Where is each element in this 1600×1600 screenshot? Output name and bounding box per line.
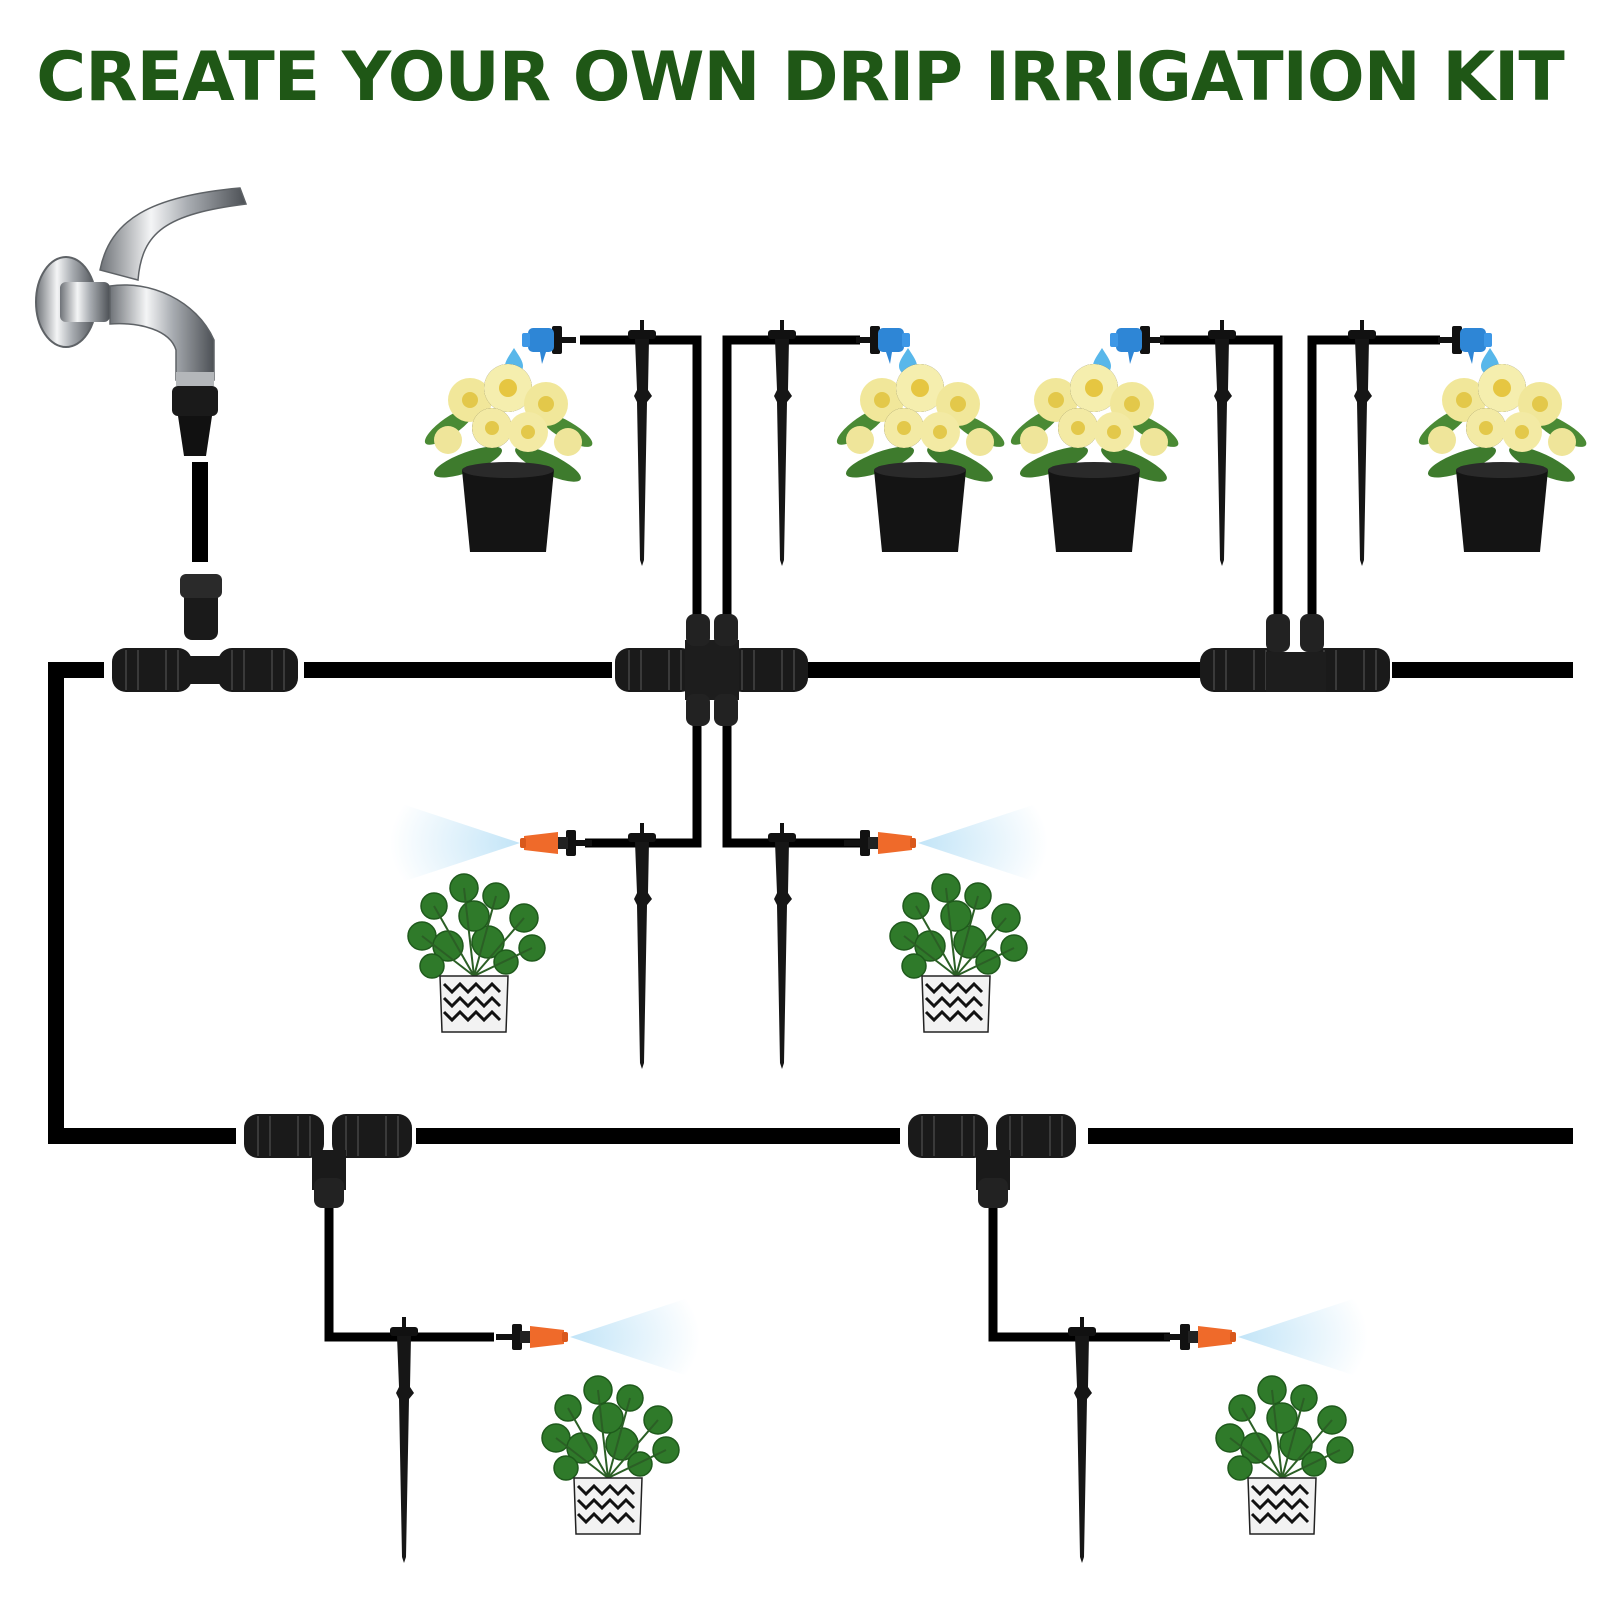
page-title: CREATE YOUR OWN DRIP IRRIGATION KIT: [36, 38, 1564, 117]
branch-tubing: [324, 335, 1440, 1342]
blue-dripper-icon: [1110, 326, 1164, 364]
main-tubing: [48, 462, 1573, 1144]
four-way-connector-icon: [614, 614, 809, 726]
leafy-plant-icon: [540, 1374, 681, 1536]
mist-spray-icon: [570, 1294, 700, 1380]
orange-sprayer-icon: [1164, 1324, 1236, 1350]
mist-spray-icon: [918, 800, 1048, 886]
mist-spray-icon: [1238, 1294, 1368, 1380]
orange-sprayer-icon: [844, 830, 916, 856]
stake-icon: [1068, 1317, 1096, 1563]
orange-sprayer-icon: [520, 830, 592, 856]
leafy-plant-icon: [406, 872, 547, 1034]
tee-connector-icon: [907, 1113, 1077, 1208]
stake-icon: [768, 320, 796, 566]
faucet-icon: [35, 187, 248, 456]
two-way-connector-icon: [1199, 614, 1391, 693]
stake-icon: [628, 823, 656, 1069]
tee-connector-icon: [243, 1113, 413, 1208]
stake-icon: [1348, 320, 1376, 566]
blue-dripper-icon: [522, 326, 576, 364]
flower-pot-icon: [1006, 364, 1183, 552]
tee-connector-icon: [111, 574, 299, 693]
leafy-plant-icon: [1214, 1374, 1355, 1536]
mist-spray-icon: [390, 800, 520, 886]
leafy-plant-icon: [888, 872, 1029, 1034]
stake-icon: [768, 823, 796, 1069]
stake-icon: [1208, 320, 1236, 566]
flower-pot-icon: [832, 364, 1009, 552]
flower-pot-icon: [1414, 364, 1591, 552]
flower-pot-icon: [420, 364, 597, 552]
orange-sprayer-icon: [496, 1324, 568, 1350]
stake-icon: [628, 320, 656, 566]
stake-icon: [390, 1317, 418, 1563]
